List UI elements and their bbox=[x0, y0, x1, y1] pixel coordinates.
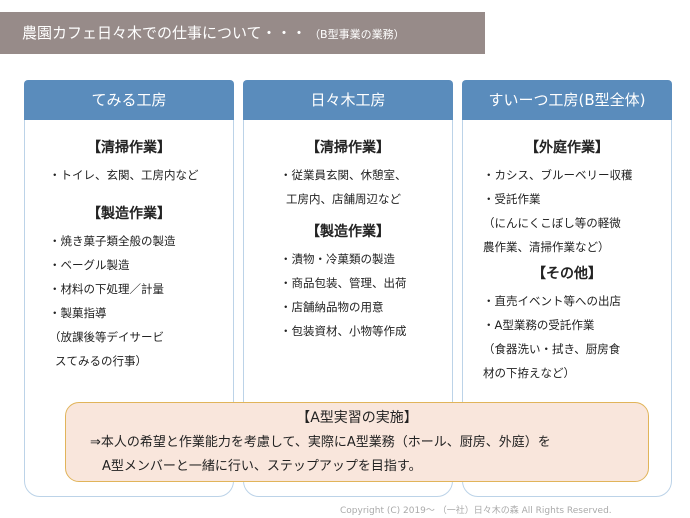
column-hibiki: 日々木工房 【清掃作業】 ・従業員玄関、休憩室、 工房内、店舗周辺など 【製造作… bbox=[243, 80, 453, 497]
list-item: ・A型業務の受託作業 bbox=[483, 318, 595, 332]
list-item: ・直売イベント等への出店 bbox=[483, 294, 621, 308]
list-item: （放課後等デイサービ bbox=[49, 330, 164, 344]
list-item: ・漬物・冷菓類の製造 bbox=[280, 252, 395, 266]
list-item: ・焼き菓子類全般の製造 bbox=[49, 234, 176, 248]
section-heading: 【清掃作業】 bbox=[87, 140, 171, 156]
list-item: スてみるの行事） bbox=[55, 354, 147, 368]
list-item: （にんにくこぼし等の軽微 bbox=[483, 216, 621, 230]
column-header: すいーつ工房(B型全体) bbox=[462, 80, 672, 120]
list-item: ・包装資材、小物等作成 bbox=[280, 324, 407, 338]
note-title: 【A型実習の実施】 bbox=[296, 410, 418, 426]
list-item: ・商品包装、管理、出荷 bbox=[280, 276, 407, 290]
list-item: ・カシス、ブルーベリー収穫 bbox=[483, 168, 633, 182]
column-header: 日々木工房 bbox=[243, 80, 453, 120]
column-sweets: すいーつ工房(B型全体) 【外庭作業】 ・カシス、ブルーベリー収穫 ・受託作業 … bbox=[462, 80, 672, 497]
section-heading: 【清掃作業】 bbox=[306, 140, 390, 156]
title-sub: （B型事業の業務） bbox=[314, 28, 405, 41]
page-title: 農園カフェ日々木での仕事について・・・ （B型事業の業務） bbox=[0, 12, 485, 54]
note-line-2: A型メンバーと一緒に行い、ステップアップを目指す。 bbox=[102, 459, 422, 474]
section-heading: 【製造作業】 bbox=[306, 224, 390, 240]
list-item: 工房内、店舗周辺など bbox=[286, 192, 401, 206]
title-main: 農園カフェ日々木での仕事について・・・ bbox=[22, 24, 307, 42]
list-item: 材の下拵えなど） bbox=[483, 366, 575, 380]
list-item: ・従業員玄関、休憩室、 bbox=[280, 168, 407, 182]
section-heading: 【その他】 bbox=[532, 266, 602, 282]
list-item: （食器洗い・拭き、厨房食 bbox=[483, 342, 621, 356]
column-temiru: てみる工房 【清掃作業】 ・トイレ、玄関、工房内など 【製造作業】 ・焼き菓子類… bbox=[24, 80, 234, 497]
section-heading: 【製造作業】 bbox=[87, 206, 171, 222]
note-line-1: ⇒本人の希望と作業能力を考慮して、実際にA型業務（ホール、厨房、外庭）を bbox=[90, 435, 551, 450]
list-item: ・ベーグル製造 bbox=[49, 258, 130, 272]
copyright: Copyright (C) 2019～ （一社）日々木の森 All Rights… bbox=[340, 506, 612, 516]
list-item: ・製菓指導 bbox=[49, 306, 107, 320]
list-item: ・受託作業 bbox=[483, 192, 541, 206]
list-item: ・材料の下処理／計量 bbox=[49, 282, 164, 296]
section-heading: 【外庭作業】 bbox=[525, 140, 609, 156]
list-item: 農作業、清掃作業など） bbox=[483, 240, 610, 254]
column-header: てみる工房 bbox=[24, 80, 234, 120]
list-item: ・トイレ、玄関、工房内など bbox=[49, 168, 199, 182]
list-item: ・店舗納品物の用意 bbox=[280, 300, 384, 314]
a-type-training-box: 【A型実習の実施】 ⇒本人の希望と作業能力を考慮して、実際にA型業務（ホール、厨… bbox=[65, 402, 649, 482]
